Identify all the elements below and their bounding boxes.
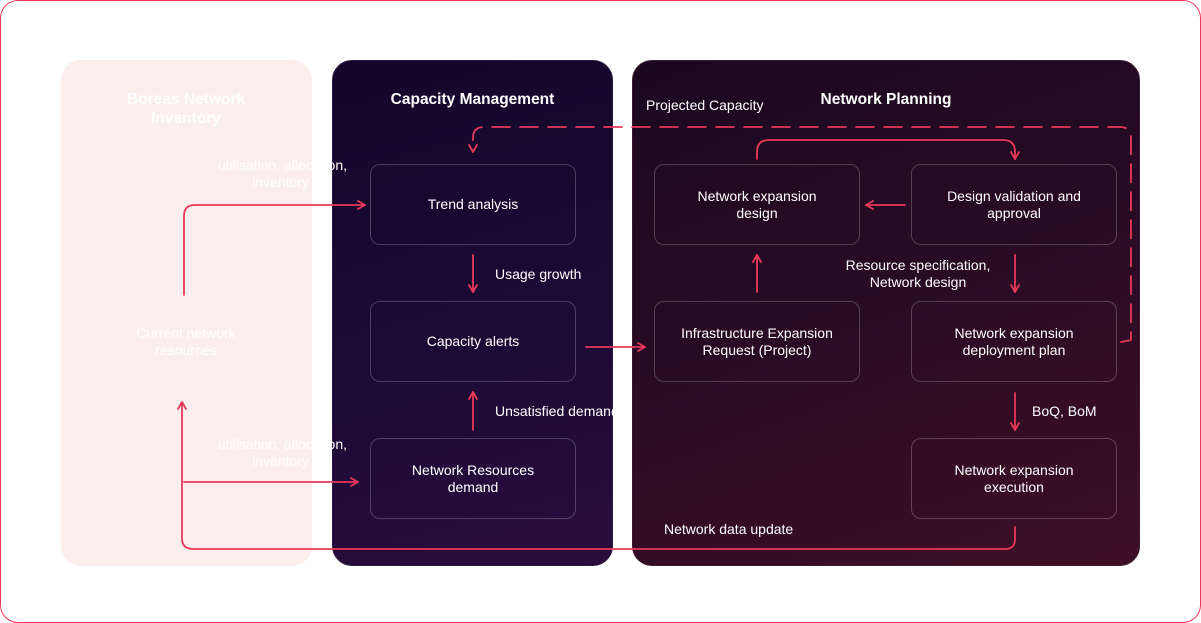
inventory-title: Boreas Network Inventory [81, 90, 291, 128]
utilisation-label-bottom: utilisation, allocation, inventory [150, 436, 347, 470]
network-resources-demand-line2: demand [447, 478, 499, 495]
resource-spec-line2: Network design [869, 274, 967, 290]
utilisation-bottom-line2: inventory [252, 453, 309, 469]
node-deployment-plan[interactable]: Network expansion deployment plan [911, 301, 1117, 382]
deployment-plan-line1: Network expansion [954, 324, 1074, 341]
execution-line2: execution [984, 478, 1044, 495]
inventory-title-line2: Inventory [151, 110, 221, 127]
node-design-validation[interactable]: Design validation and approval [911, 164, 1117, 245]
utilisation-top-line1: utilisation, allocation, [217, 157, 347, 173]
execution-line1: Network expansion [954, 461, 1074, 478]
arrow-execution-to-inventory [177, 401, 1016, 550]
arrow-design-to-validation [756, 139, 1020, 160]
utilisation-label-top: utilisation, allocation, inventory [150, 157, 347, 191]
node-trend-analysis[interactable]: Trend analysis [370, 164, 576, 245]
utilisation-top-line2: inventory [252, 174, 309, 190]
label-projected-capacity: Projected Capacity [646, 97, 764, 113]
node-network-resources-demand[interactable]: Network Resources demand [370, 438, 576, 519]
inventory-title-line1: Boreas Network [126, 91, 245, 108]
capacity-title: Capacity Management [390, 91, 555, 108]
capacity-alerts-text: Capacity alerts [426, 333, 520, 349]
node-network-expansion-design[interactable]: Network expansion design [654, 164, 860, 245]
network-resources-demand-line1: Network Resources [411, 461, 535, 478]
label-boq-bom: BoQ, BoM [1032, 403, 1097, 419]
trend-analysis-text: Trend analysis [427, 196, 519, 212]
planning-title: Network Planning [820, 91, 952, 108]
current-resources-line2: resources [155, 342, 217, 358]
arrow-projected-capacity [468, 126, 1132, 343]
design-validation-line1: Design validation and [947, 187, 1081, 204]
node-capacity-alerts[interactable]: Capacity alerts [370, 301, 576, 382]
panel-network-planning: Network Planning [632, 60, 1140, 566]
expansion-design-line1: Network expansion [697, 187, 817, 204]
node-expansion-execution[interactable]: Network expansion execution [911, 438, 1117, 519]
label-unsatisfied-demand-clip: Unsatisfied demand [495, 403, 613, 423]
resource-spec-line1: Resource specification, [845, 257, 991, 273]
infra-request-line2: Request (Project) [702, 341, 812, 358]
expansion-design-line2: design [736, 204, 778, 221]
utilisation-bottom-line1: utilisation, allocation, [217, 436, 347, 452]
infra-request-line1: Infrastructure Expansion [681, 324, 833, 341]
arrow-inventory-to-trend [183, 200, 366, 296]
current-resources-label: Current network resources [111, 325, 261, 359]
label-usage-growth: Usage growth [495, 266, 582, 282]
current-resources-line1: Current network [136, 325, 236, 341]
design-validation-line2: approval [987, 204, 1041, 221]
label-unsatisfied-demand: Unsatisfied demand [495, 403, 613, 419]
label-network-data-update: Network data update [664, 521, 794, 537]
deployment-plan-line2: deployment plan [962, 341, 1066, 358]
node-infrastructure-request[interactable]: Infrastructure Expansion Request (Projec… [654, 301, 860, 382]
label-resource-specification: Resource specification, Network design [838, 257, 998, 291]
